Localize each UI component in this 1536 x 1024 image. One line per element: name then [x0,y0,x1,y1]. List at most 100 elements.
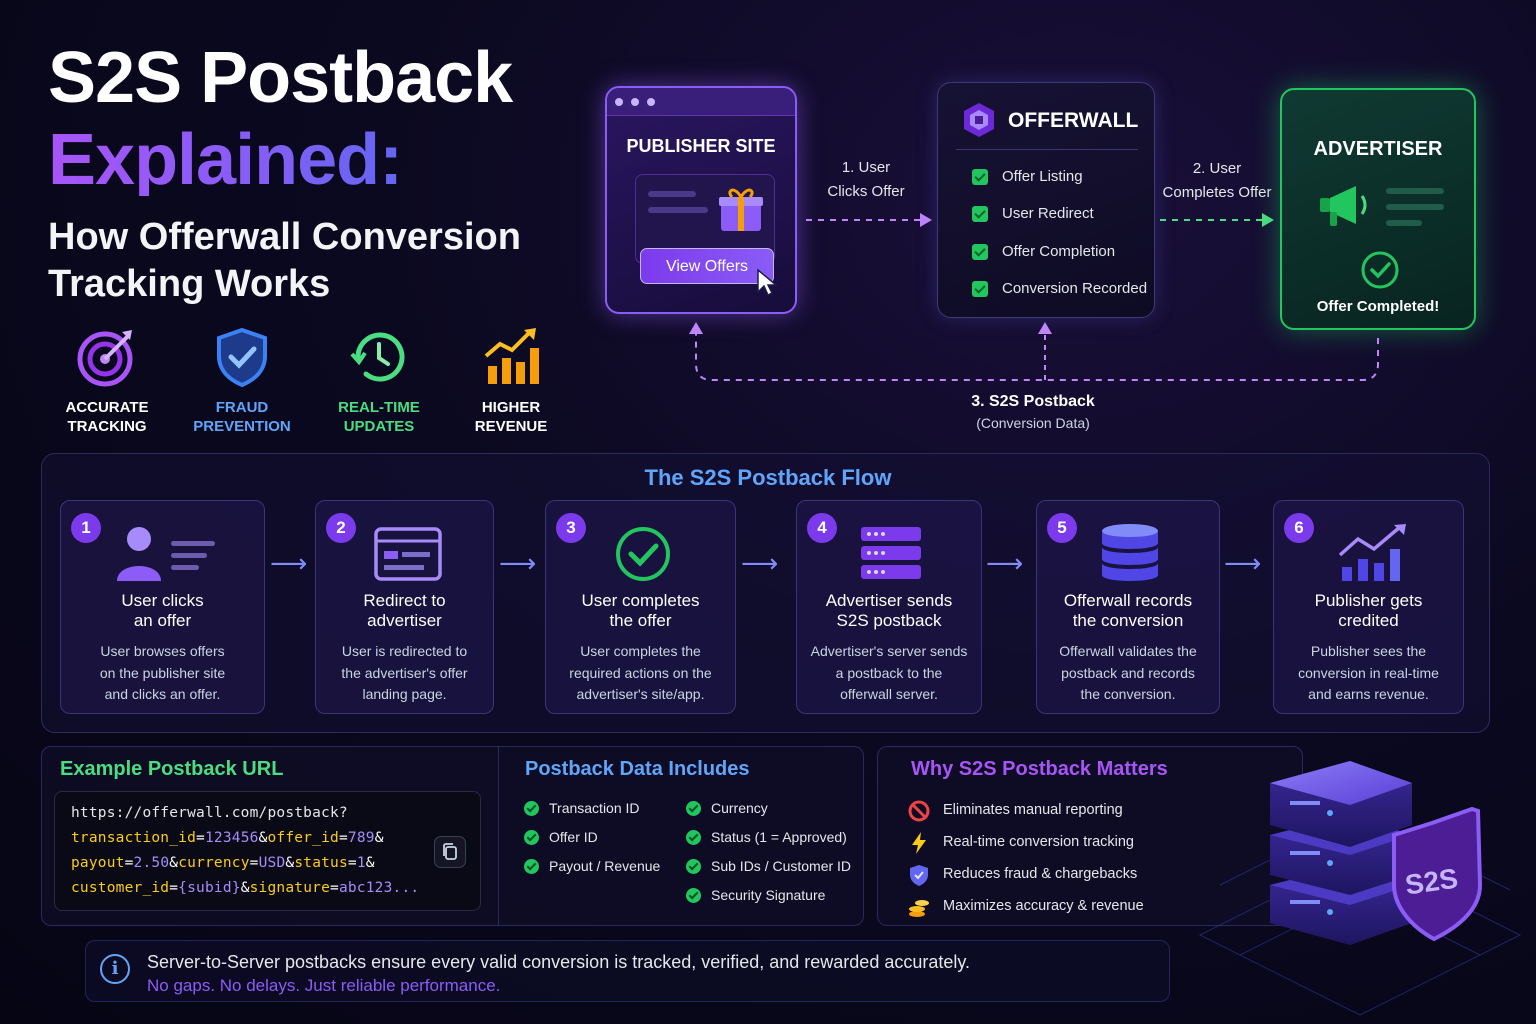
offerwall-logo-icon [964,103,994,137]
window-titlebar [607,88,795,116]
postback-url-code-block: https://offerwall.com/postback? transact… [54,791,481,911]
code-token: = [249,855,259,871]
growth-chart-icon [1338,524,1406,581]
data-field: Security Signature [686,887,825,903]
s2s-badge-text: S2S [1403,863,1460,901]
offerwall-item: Conversion Recorded [972,280,1147,297]
arrow-offerwall-to-advertiser [1160,213,1274,227]
feature-higher-revenue: HIGHER REVENUE [451,326,571,436]
feature-label: HIGHER REVENUE [474,399,548,435]
offerwall-card: OFFERWALL Offer Listing User Redirect Of… [937,82,1155,318]
step3-label: 3. S2S Postback (Conversion Data) [971,393,1095,431]
shield-icon [910,865,928,886]
publisher-site-card: PUBLISHER SITE View Offers [605,86,797,314]
database-icon [1102,524,1158,581]
code-line: transaction_id=123456&offer_id=789& [71,830,384,846]
code-token: & [240,880,250,896]
code-line: payout=2.50&currency=USD&status=1& [71,855,375,871]
code-token: transaction_id [71,830,197,846]
data-field: Sub IDs / Customer ID [686,858,851,874]
code-token: & [285,855,295,871]
code-token: currency [178,855,250,871]
data-includes-title: Postback Data Includes [525,758,750,780]
info-banner: i Server-to-Server postbacks ensure ever… [85,940,1170,1002]
code-token: status [294,855,348,871]
copy-button[interactable] [434,836,466,868]
growth-chart-icon [484,328,539,384]
why-item: Real-time conversion tracking [912,832,1134,854]
info-line-1: Server-to-Server postbacks ensure every … [147,952,971,972]
code-token: & [365,855,375,871]
cursor-icon [757,268,779,297]
code-token: 1 [356,855,366,871]
copy-icon [443,843,457,860]
code-token: = [124,855,134,871]
info-line-2: No gaps. No delays. Just reliable perfor… [147,976,501,995]
shield-check-icon [217,327,267,388]
lightning-icon [912,832,926,854]
megaphone-icon [1320,186,1367,226]
why-matters-panel [877,746,1303,926]
code-token: = [347,855,357,871]
why-item: Maximizes accuracy & revenue [909,898,1144,917]
data-field: Offer ID [524,829,598,845]
code-token: 123456 [204,830,259,846]
page-subtitle: How Offerwall Conversion Tracking Works [48,216,521,305]
code-token: abc123... [338,880,420,896]
code-token: offer_id [267,830,339,846]
data-field: Payout / Revenue [524,858,660,874]
flow-arrow-icon: ⟶ [1224,548,1262,578]
code-token: & [374,830,384,846]
flow-arrow-icon: ⟶ [741,548,779,578]
offerwall-item: Offer Completion [972,243,1115,260]
code-token: = [330,880,339,896]
step1-label: 1. User Clicks Offer [827,159,905,200]
feature-label: REAL-TIME UPDATES [338,399,420,435]
arrow-pub-to-offerwall [806,213,932,227]
flow-title: The S2S Postback Flow [644,465,892,490]
view-offers-button[interactable]: View Offers [640,248,774,284]
coins-icon [909,900,929,917]
user-icon [117,527,215,581]
code-token: 789 [347,830,375,846]
code-token: & [258,830,268,846]
code-token: {subid} [178,880,241,896]
advertiser-title: ADVERTISER [1313,138,1443,160]
code-line: https://offerwall.com/postback? [71,805,348,821]
code-token: signature [249,880,330,896]
page-title-highlight: Explained: [48,120,403,200]
no-entry-icon [908,800,930,822]
flow-arrow-icon: ⟶ [499,548,537,578]
page-title: S2S Postback [48,38,513,118]
offer-completed-status: Offer Completed! [1316,298,1440,315]
code-token: = [169,880,179,896]
s2s-server-illustration: S2S [1198,761,1522,1016]
code-token: payout [71,855,125,871]
check-circle-icon [616,527,670,581]
feature-label: FRAUD PREVENTION [193,399,291,435]
info-icon: i [100,954,130,984]
feature-real-time-updates: REAL-TIME UPDATES [319,326,439,436]
browser-window-icon [374,527,442,581]
code-token: 2.50 [133,855,170,871]
code-line: customer_id={subid}&signature=abc123... [71,880,419,896]
code-token: USD [258,855,286,871]
feature-fraud-prevention: FRAUD PREVENTION [182,326,302,436]
feature-accurate-tracking: ACCURATE TRACKING [47,326,167,436]
why-matters-title: Why S2S Postback Matters [911,758,1168,780]
